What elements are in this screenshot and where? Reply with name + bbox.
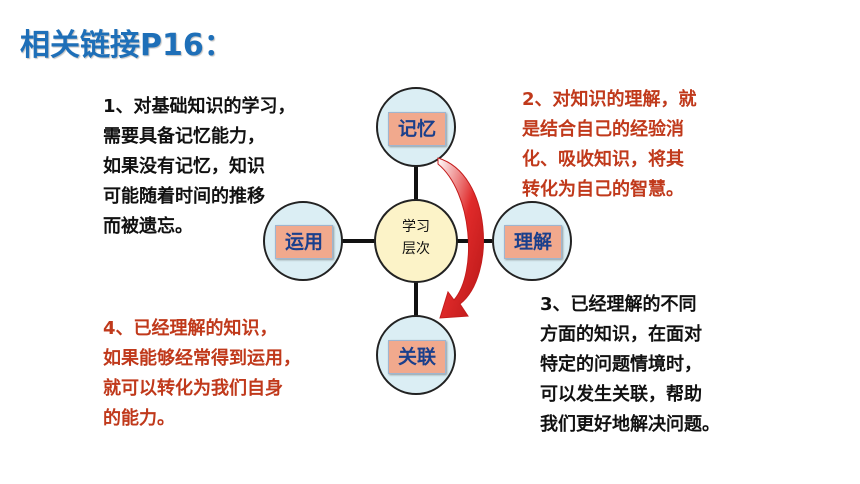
- understand-description-line: 化、吸收知识，将其: [522, 149, 684, 170]
- apply-description-line: 的能力。: [103, 408, 175, 429]
- relate-description: 3、已经理解的不同 方面的知识，在面对 特定的问题情境时， 可以发生关联，帮助 …: [540, 290, 720, 440]
- understand-description-line: 2、对知识的理解，就: [522, 89, 697, 110]
- node-memory-label: 记忆: [388, 112, 446, 146]
- understand-description: 2、对知识的理解，就 是结合自己的经验消 化、吸收知识，将其 转化为自己的智慧。: [522, 85, 697, 205]
- apply-description-line: 就可以转化为我们自身: [103, 378, 283, 399]
- page-title: 相关链接P16：: [20, 28, 234, 63]
- relate-description-line: 我们更好地解决问题。: [540, 414, 720, 435]
- curved-arrow: [437, 157, 484, 319]
- apply-description-line: 4、已经理解的知识，: [103, 318, 278, 339]
- understand-description-line: 转化为自己的智慧。: [522, 179, 684, 200]
- node-relate-label: 关联: [388, 340, 446, 374]
- apply-description: 4、已经理解的知识， 如果能够经常得到运用， 就可以转化为我们自身 的能力。: [103, 314, 301, 434]
- center-node-circle: [374, 199, 458, 283]
- relate-description-line: 特定的问题情境时，: [540, 354, 702, 375]
- apply-description-line: 如果能够经常得到运用，: [103, 348, 301, 369]
- relate-description-line: 方面的知识，在面对: [540, 324, 702, 345]
- memory-description: 1、对基础知识的学习， 需要具备记忆能力， 如果没有记忆，知识 可能随着时间的推…: [103, 92, 296, 242]
- relate-description-line: 可以发生关联，帮助: [540, 384, 702, 405]
- node-apply-label: 运用: [275, 225, 333, 259]
- understand-description-line: 是结合自己的经验消: [522, 119, 684, 140]
- memory-description-line: 而被遗忘。: [103, 216, 193, 237]
- center-line-2: 层次: [402, 241, 430, 257]
- memory-description-line: 需要具备记忆能力，: [103, 126, 265, 147]
- relate-description-line: 3、已经理解的不同: [540, 294, 697, 315]
- center-node-label: 学习 层次: [388, 216, 444, 260]
- center-line-1: 学习: [402, 219, 430, 235]
- memory-description-line: 可能随着时间的推移: [103, 186, 265, 207]
- memory-description-line: 1、对基础知识的学习，: [103, 96, 296, 117]
- node-understand-label: 理解: [504, 225, 562, 259]
- memory-description-line: 如果没有记忆，知识: [103, 156, 265, 177]
